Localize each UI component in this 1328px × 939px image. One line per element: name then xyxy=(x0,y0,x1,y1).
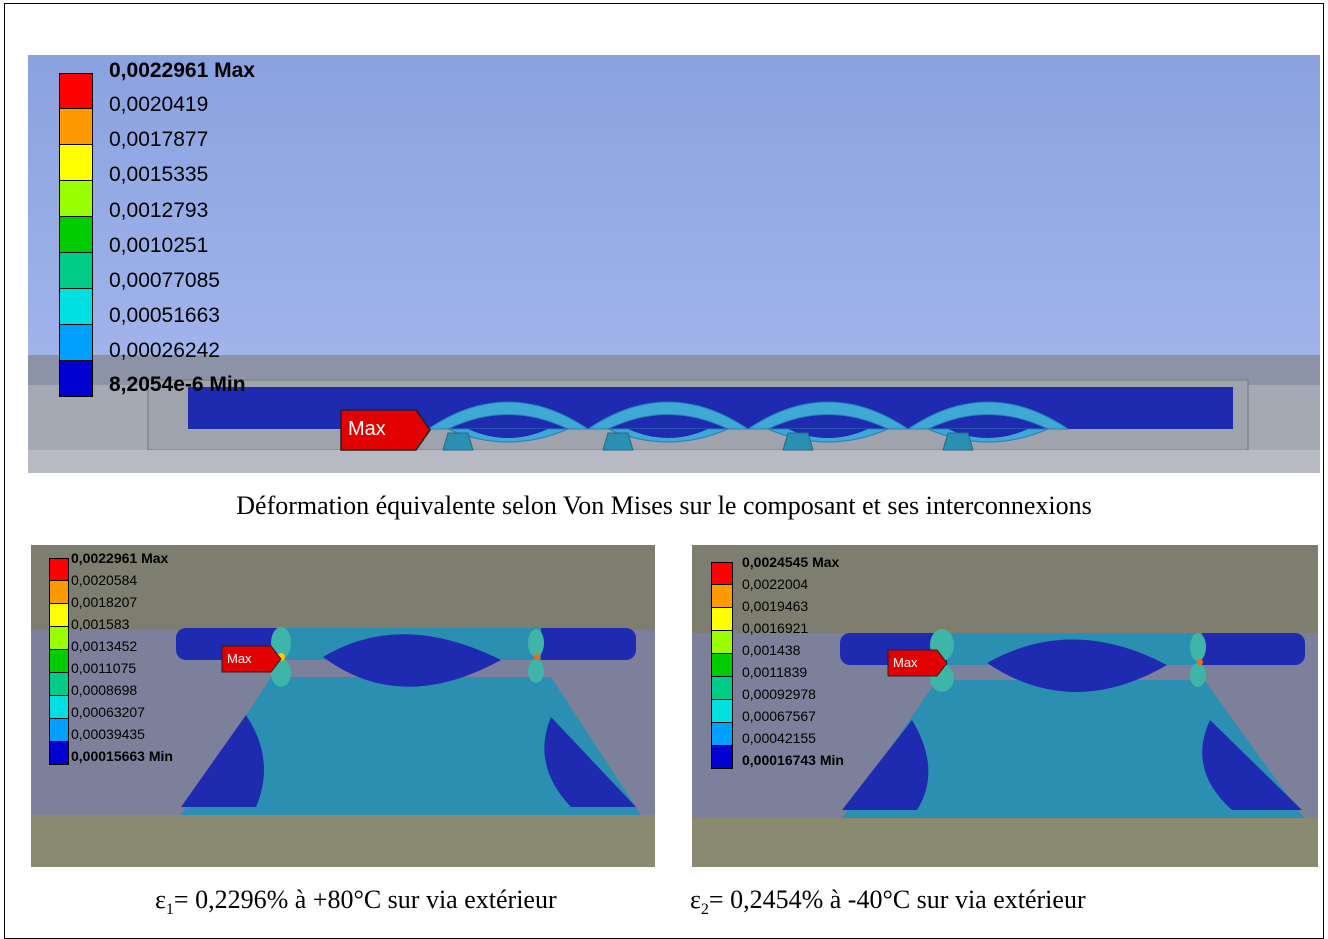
legend-color-swatch xyxy=(59,325,93,361)
legend-color-swatch xyxy=(49,604,69,627)
legend-max-label: 0,0022961 Max xyxy=(71,550,169,566)
legend-level-label: 0,0018207 xyxy=(71,594,138,610)
caption-text: = 0,2296% à +80°C sur via extérieur xyxy=(173,885,557,914)
legend-color-swatch xyxy=(711,746,733,769)
legend-level-label: 0,00063207 xyxy=(71,704,145,720)
max-marker-label: Max xyxy=(893,655,918,670)
legend-color-swatch xyxy=(711,562,733,585)
legend-level-label: 0,00051663 xyxy=(109,304,220,328)
legend-color-swatch xyxy=(59,73,93,109)
max-marker-shape xyxy=(887,649,948,677)
legend-color-swatch xyxy=(59,289,93,325)
left-mesh-render xyxy=(31,627,655,867)
right-mesh-render xyxy=(692,629,1318,867)
legend-level-label: 0,0016921 xyxy=(742,620,809,636)
epsilon-subscript: 1 xyxy=(165,901,174,919)
legend-color-swatch xyxy=(711,723,733,746)
legend-level-label: 0,001583 xyxy=(71,616,130,632)
legend-color-swatch xyxy=(711,700,733,723)
top-mesh-render xyxy=(28,355,1320,473)
max-marker-label: Max xyxy=(227,651,252,666)
legend-level-label: 0,0010251 xyxy=(109,233,209,257)
legend-level-label: 0,0013452 xyxy=(71,638,138,654)
legend-level-label: 0,0008698 xyxy=(71,682,138,698)
legend-color-swatch xyxy=(49,558,69,581)
legend-level-label: 0,00042155 xyxy=(742,730,816,746)
legend-color-swatch xyxy=(711,654,733,677)
legend-color-swatch xyxy=(49,627,69,650)
legend-color-swatch xyxy=(711,631,733,654)
legend-min-label: 0,00016743 Min xyxy=(742,752,844,768)
legend-level-label: 0,001438 xyxy=(742,642,801,658)
legend-max-label: 0,0024545 Max xyxy=(742,554,840,570)
left-simulation-view: 0,0022961 Max 0,0020584 0,0018207 0,001583… xyxy=(31,545,655,867)
legend-color-swatch xyxy=(711,677,733,700)
legend-level-label: 0,0019463 xyxy=(742,598,809,614)
legend-color-swatch xyxy=(49,650,69,673)
legend-level-label: 0,0011075 xyxy=(71,660,137,676)
legend-level-label: 0,0022004 xyxy=(742,576,809,592)
legend-color-swatch xyxy=(49,581,69,604)
legend-min-label: 0,00015663 Min xyxy=(71,748,173,764)
legend-level-label: 0,0011839 xyxy=(742,664,808,680)
main-caption: Déformation équivalente selon Von Mises … xyxy=(236,491,1092,520)
legend-color-swatch xyxy=(59,181,93,217)
legend-level-label: 0,0015335 xyxy=(109,163,209,187)
right-simulation-view: 0,0024545 Max 0,0022004 0,0019463 0,001692… xyxy=(692,545,1318,867)
legend-level-label: 0,0020419 xyxy=(109,93,209,116)
epsilon-symbol: ε xyxy=(690,885,701,914)
max-marker-label: Max xyxy=(348,418,386,440)
legend-level-label: 0,0017877 xyxy=(109,128,209,152)
legend-color-swatch xyxy=(59,217,93,253)
caption-text: = 0,2454% à -40°C sur via extérieur xyxy=(708,885,1086,914)
legend-color-swatch xyxy=(49,742,69,765)
caption-epsilon-2: ε2= 0,2454% à -40°C sur via extérieur xyxy=(690,885,1086,919)
epsilon-symbol: ε xyxy=(155,885,166,914)
legend-color-swatch xyxy=(59,361,93,397)
legend-level-label: 0,00067567 xyxy=(742,708,816,724)
legend-level-label: 0,0012793 xyxy=(109,198,209,222)
max-marker-shape xyxy=(340,409,431,451)
legend-color-swatch xyxy=(59,145,93,181)
legend-color-swatch xyxy=(49,696,69,719)
legend-level-label: 0,00092978 xyxy=(742,686,816,702)
legend-level-label: 0,00077085 xyxy=(109,269,220,292)
legend-color-swatch xyxy=(49,719,69,742)
legend-color-swatch xyxy=(59,253,93,289)
legend-color-swatch xyxy=(59,109,93,145)
legend-level-label: 0,00026242 xyxy=(109,339,220,363)
max-marker-shape xyxy=(221,645,282,673)
legend-max-label: 0,0022961 Max xyxy=(109,59,255,82)
caption-epsilon-1: ε1= 0,2296% à +80°C sur via extérieur xyxy=(155,885,557,919)
top-simulation-view: 0,0022961 Max 0,0020419 0,0017877 0,001533… xyxy=(28,55,1320,473)
legend-color-swatch xyxy=(711,585,733,608)
legend-min-label: 8,2054e-6 Min xyxy=(109,373,246,396)
epsilon-subscript: 2 xyxy=(700,901,709,919)
legend-color-swatch xyxy=(711,608,733,631)
legend-color-swatch xyxy=(49,673,69,696)
legend-level-label: 0,0020584 xyxy=(71,572,138,588)
legend-level-label: 0,00039435 xyxy=(71,726,145,742)
